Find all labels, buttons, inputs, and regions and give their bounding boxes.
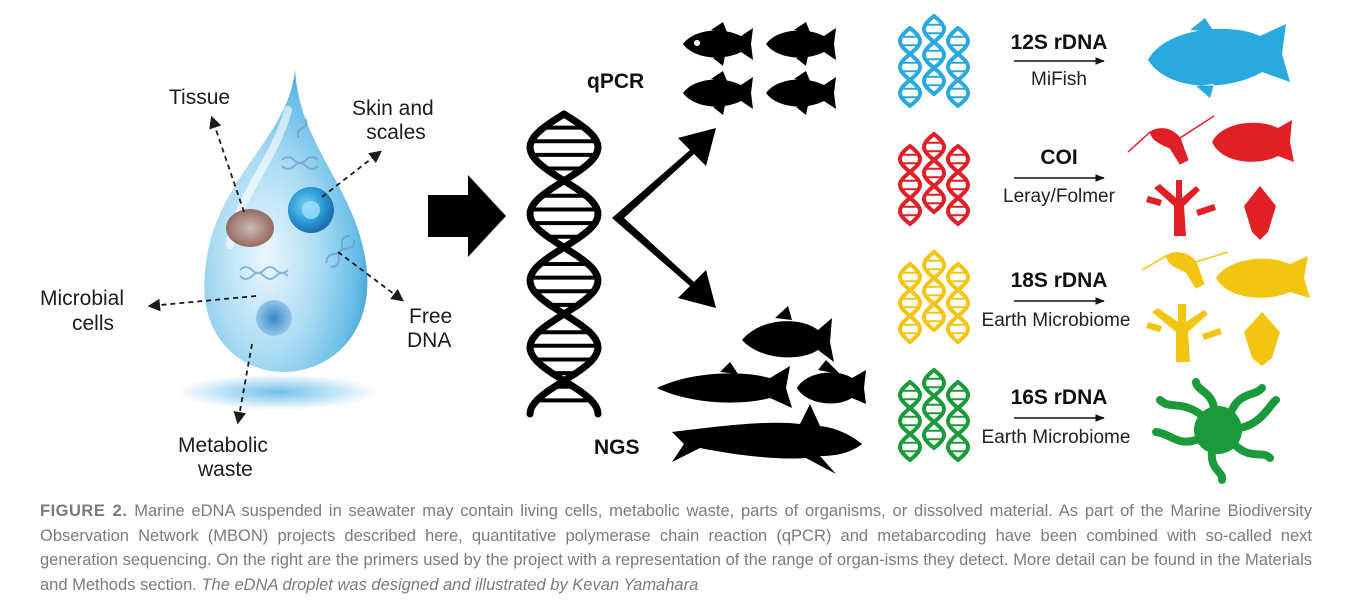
helix-strand-icon: [921, 14, 947, 96]
helix-strand-icon: [921, 250, 947, 332]
metabolic-waste-label-line2: waste: [198, 458, 253, 481]
18s-organisms: [1141, 251, 1310, 366]
fish-icon: [766, 71, 836, 115]
branch-arrows: [612, 128, 716, 308]
primer-sub-16s: Earth Microbiome: [981, 427, 1131, 448]
tissue-label: Tissue: [169, 86, 231, 109]
fish-icon: [1148, 18, 1290, 98]
free-dna-label-line2: DNA: [407, 329, 452, 352]
primer-name-18s: 18S rDNA: [1010, 269, 1108, 292]
dna-double-helix: [526, 110, 602, 418]
microbial-cells-label-line2: cells: [72, 312, 115, 335]
rockfish-icon: [797, 360, 866, 404]
helix-strand-icon: [921, 132, 947, 214]
qpcr-label: qPCR: [587, 70, 645, 93]
helix-strand-icon: [897, 262, 923, 344]
skin-scales-label-line1: Skin and: [352, 97, 434, 120]
copepod-icon: [1149, 128, 1189, 165]
process-arrow: [428, 175, 506, 257]
tissue-cell: [226, 209, 274, 247]
qpcr-fish-group: [683, 22, 836, 115]
skin-cell-nucleus: [302, 201, 320, 219]
coi-organisms: [1127, 115, 1294, 240]
metabolic-waste-label-line1: Metabolic: [178, 434, 268, 457]
primer-arrows: [1014, 57, 1105, 422]
fish-icon: [1216, 256, 1310, 298]
dna-fragments: [239, 118, 356, 280]
primer-name-16s: 16S rDNA: [1010, 386, 1108, 409]
coral-icon: [1146, 304, 1222, 362]
ngs-label: NGS: [594, 436, 640, 459]
shark-icon: [672, 404, 862, 474]
fish-icon: [683, 22, 753, 66]
skin-scales-label-line2: scales: [366, 121, 426, 144]
salmon-icon: [657, 362, 792, 408]
primer-helices: [897, 14, 971, 462]
helix-strand-icon: [526, 110, 602, 418]
helix-strand-icon: [945, 144, 971, 226]
16s-organisms: [1152, 378, 1280, 484]
microbial-cell: [256, 300, 292, 336]
helix-strand-icon: [897, 144, 923, 226]
helix-strand-icon: [921, 368, 947, 450]
figure-caption: FIGURE 2. Marine eDNA suspended in seawa…: [40, 499, 1312, 597]
fish-icon: [1212, 120, 1294, 162]
fish-icon: [683, 71, 753, 115]
sea-star-icon: [1244, 312, 1280, 366]
helix-strand-icon: [945, 380, 971, 462]
droplet-callouts: [147, 115, 405, 425]
helix-strand-icon: [897, 380, 923, 462]
primer-name-12s: 12S rDNA: [1010, 31, 1108, 54]
caption-credit: The eDNA droplet was designed and illust…: [201, 575, 699, 594]
primer-sub-12s: MiFish: [1031, 69, 1087, 90]
ngs-organisms: [657, 306, 866, 474]
helix-strand-icon: [945, 262, 971, 344]
copepod-icon: [1165, 252, 1205, 289]
droplet-shadow: [178, 374, 378, 410]
coral-icon: [1146, 180, 1216, 236]
free-dna-label-line1: Free: [409, 305, 453, 328]
mifish-organisms: [1148, 18, 1290, 98]
primer-name-coi: COI: [1040, 146, 1078, 169]
primer-sub-18s: Earth Microbiome: [981, 310, 1131, 331]
helix-strand-icon: [945, 26, 971, 108]
figure-number: FIGURE 2.: [40, 502, 128, 520]
caption-text: Marine eDNA suspended in seawater may co…: [40, 502, 1312, 594]
fish-icon: [766, 22, 836, 66]
microbial-cells-label-line1: Microbial: [40, 287, 125, 310]
microbe-icon: [1194, 406, 1242, 454]
helix-strand-icon: [897, 26, 923, 108]
primer-sub-coi: Leray/Folmer: [1003, 186, 1115, 207]
sea-star-icon: [1244, 186, 1276, 240]
tuna-icon: [742, 306, 834, 362]
